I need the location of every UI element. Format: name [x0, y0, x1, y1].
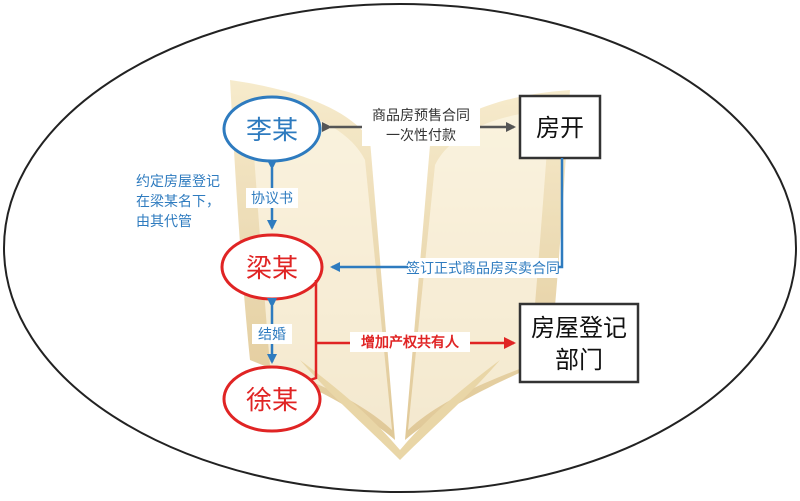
- node-fangkai-box: [518, 94, 602, 160]
- outer-ellipse: [3, 3, 797, 493]
- node-registry-label-line1: 房屋登记: [531, 314, 627, 342]
- edge-co-owner-bracket: [309, 280, 318, 382]
- agreement-note-line3: 由其代管: [136, 214, 192, 230]
- node-registry-box: [518, 302, 640, 384]
- node-liang-label: 梁某: [246, 254, 298, 284]
- edge-marriage-label-bg: [252, 324, 292, 344]
- agreement-note-line1: 约定房屋登记: [136, 174, 220, 190]
- node-xu-circle: [222, 365, 322, 433]
- edge-presale-label-line2: 一次性付款: [386, 128, 456, 144]
- agreement-note-line2: 在梁某名下，: [136, 194, 220, 210]
- node-registry-label-line2: 部门: [555, 346, 603, 374]
- edge-formal-contract-label-bg: [408, 258, 558, 278]
- edge-marriage-label: 结婚: [258, 327, 286, 343]
- node-li-label: 李某: [246, 116, 298, 146]
- edge-agreement-label-bg: [246, 188, 298, 208]
- node-xu-label: 徐某: [246, 386, 298, 416]
- edge-co-owner-label: 增加产权共有人: [361, 334, 460, 351]
- edge-formal-contract-label: 签订正式商品房买卖合同: [406, 260, 560, 277]
- edge-presale-label-bg: [362, 104, 480, 146]
- edge-co-owner-label-bg: [350, 332, 470, 352]
- edge-presale-label-line1: 商品房预售合同: [372, 108, 470, 124]
- edge-agreement-label: 协议书: [251, 191, 293, 207]
- node-fangkai-label: 房开: [536, 114, 584, 142]
